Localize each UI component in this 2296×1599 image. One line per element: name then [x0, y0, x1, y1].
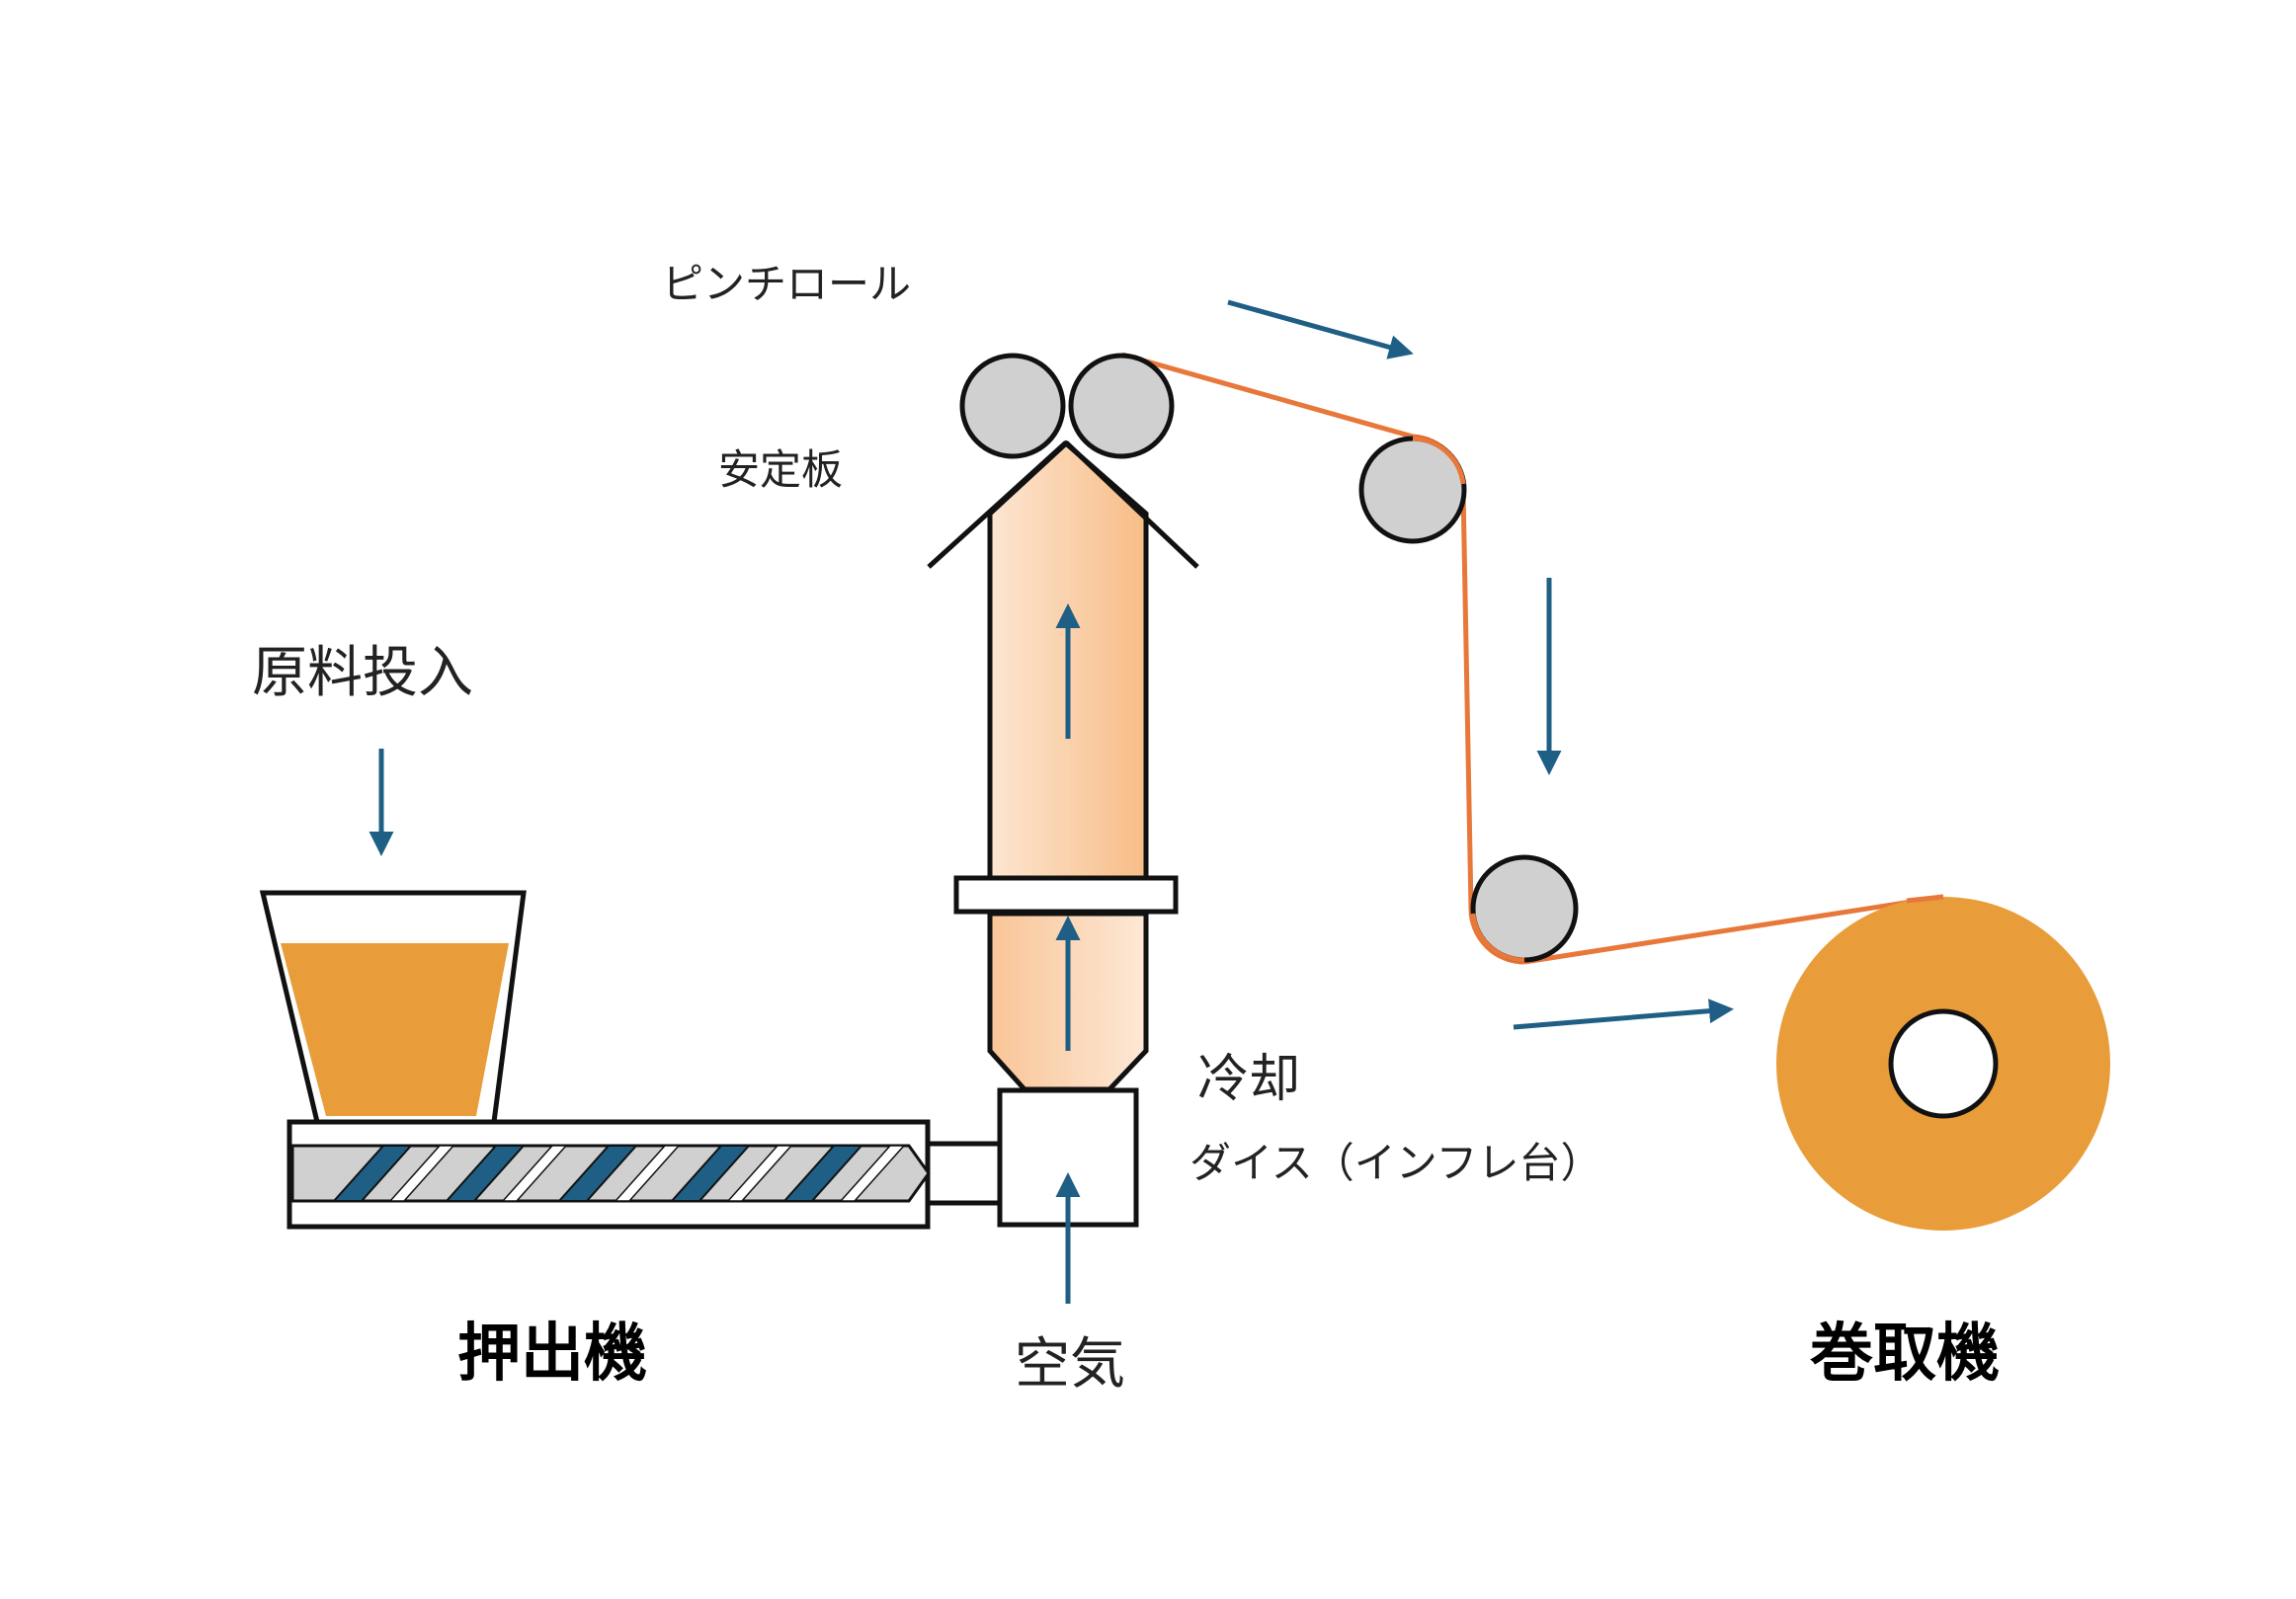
- cooling-ring: [953, 875, 1179, 915]
- winder-core: [1888, 1008, 1999, 1119]
- extruder-barrel: [287, 1119, 931, 1230]
- label-extruder: 押出機: [457, 1318, 647, 1391]
- label-air: 空気: [1015, 1332, 1125, 1397]
- hopper: [259, 890, 527, 1125]
- flow-arrow-bottom: [1513, 999, 1734, 1030]
- raw-material: [281, 943, 509, 1116]
- screw-flights: [332, 1146, 906, 1201]
- label-die: ダイス（インフレ台）: [1189, 1139, 1601, 1187]
- winder-roll: [1776, 894, 2110, 1231]
- label-pinch-roll: ピンチロール: [662, 260, 911, 308]
- label-raw-material-input: 原料投入: [252, 641, 473, 705]
- stabilizer-plates: [927, 440, 1199, 569]
- connector-pipe: [928, 1141, 1000, 1206]
- pinch-roll-left: [959, 353, 1066, 459]
- label-stabilizer-plate: 安定板: [718, 445, 843, 494]
- label-winder: 巻取機: [1810, 1318, 2000, 1391]
- label-cooling: 冷却: [1197, 1050, 1300, 1109]
- film-wrap: [1412, 436, 1525, 963]
- pinch-roll-right: [1068, 353, 1175, 459]
- flow-arrow-top: [1227, 299, 1414, 360]
